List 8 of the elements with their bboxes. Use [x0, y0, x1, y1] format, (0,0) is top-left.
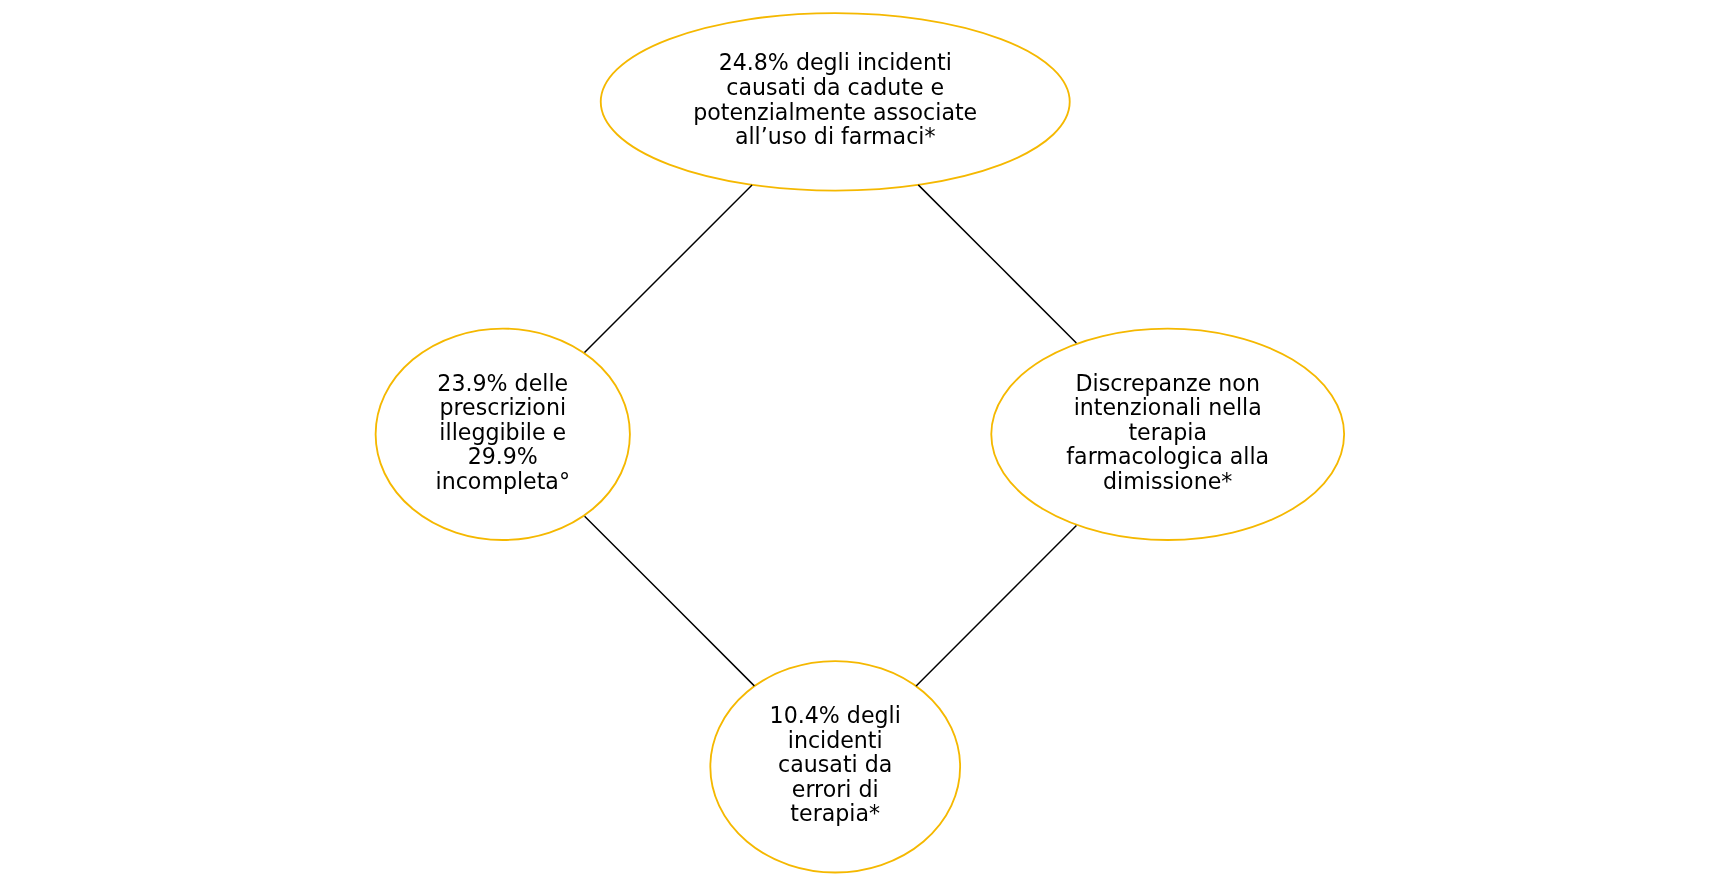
- connector: [915, 524, 1078, 687]
- connector: [917, 184, 1078, 344]
- node-ellipse: 24.8% degli incidenti causati da cadute e potenzialmente associate all’uso di farmaci*: [599, 12, 1071, 192]
- connector: [583, 515, 756, 687]
- connector: [583, 184, 753, 354]
- node-ellipse: 10.4% degli incidenti causati da errori di terapia*: [709, 660, 962, 874]
- node-ellipse: 23.9% delle prescrizioni illeggibile e 29.9% incompleta°: [374, 327, 631, 541]
- node-ellipse: Discrepanze non intenzionali nella terapia farmacologica alla dimissione*: [990, 327, 1346, 541]
